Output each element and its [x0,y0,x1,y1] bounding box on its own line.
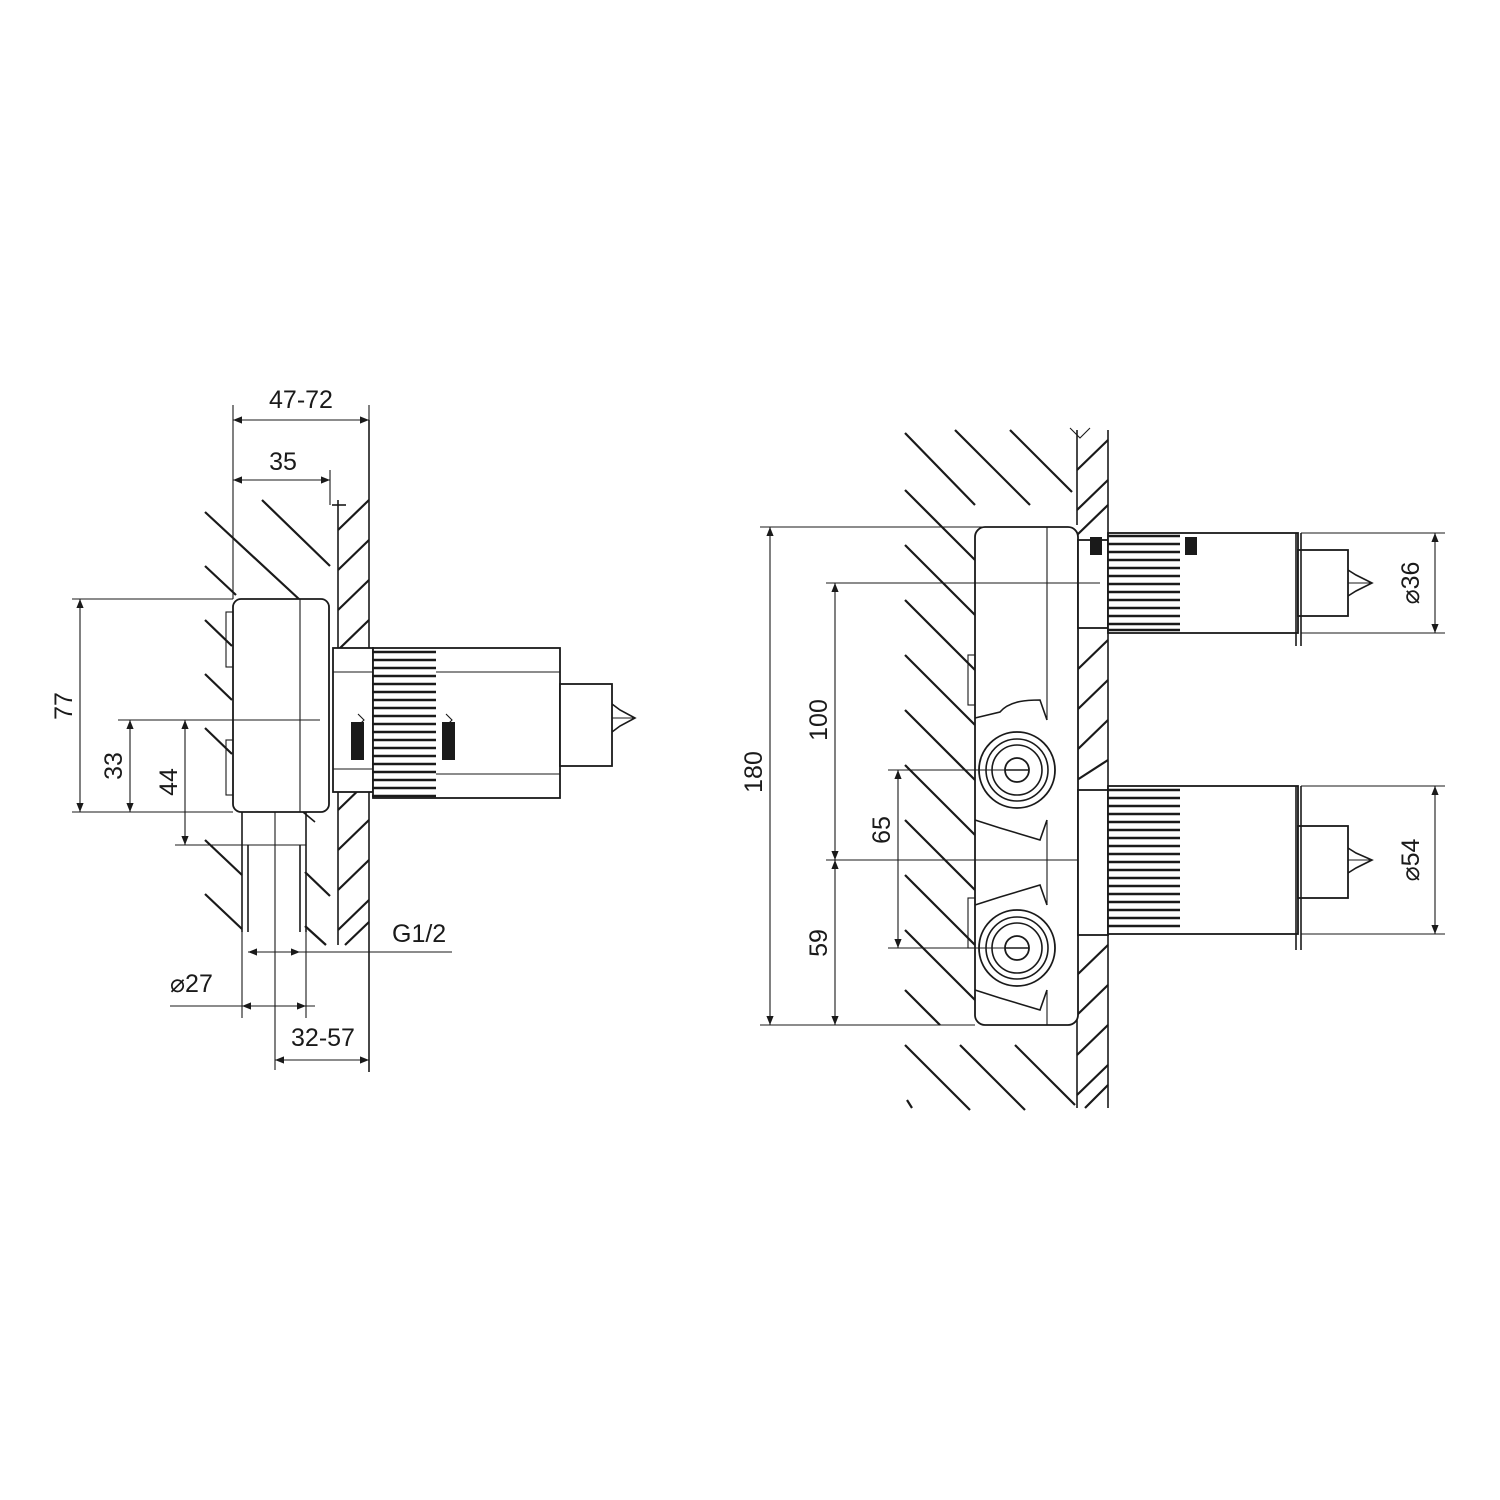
side-min-mark [351,722,364,760]
front-view: 180 100 59 65 ⌀36 [740,427,1445,1111]
side-dim-top: 47-72 [232,386,370,599]
front-dim-total: 180 [740,526,1000,1026]
front-dim-outlet-spacing: 65 [868,769,1017,949]
front-lower-thread-ribs [1108,788,1180,928]
side-dim-lower: 44 [155,720,306,846]
side-thread-label: G1/2 [392,920,446,948]
front-dim-bottom-label: 59 [805,929,833,957]
side-dim-bottom: 32-57 [275,932,369,1064]
side-dim-upper-label: 33 [100,752,128,780]
front-lower-outlet [1077,785,1374,950]
side-dim-diameter: ⌀27 [170,932,315,1018]
side-dim-bottom-label: 32-57 [291,1024,355,1052]
front-upper-thread-ribs [1108,534,1180,632]
front-dim-dia-top-label: ⌀36 [1397,562,1425,605]
side-pipe [241,811,316,1070]
side-dim-depth: 35 [233,448,331,505]
front-dim-dia-top: ⌀36 [1301,532,1445,634]
side-view: 47-72 35 77 33 44 [50,386,637,1072]
front-upper-outlet [1077,532,1374,646]
side-thread-ribs [372,650,436,798]
side-thread-callout: G1/2 [248,920,452,956]
front-dim-center: 100 [805,582,1100,861]
front-dim-center-label: 100 [805,699,833,741]
front-dim-bottom: 59 [805,860,839,1025]
side-sleeve [332,647,637,799]
front-dim-outlet-spacing-label: 65 [868,816,896,844]
front-dim-dia-bottom: ⌀54 [1301,785,1445,935]
side-dim-height-label: 77 [50,692,78,720]
side-dim-depth-label: 35 [269,448,297,476]
side-dim-top-label: 47-72 [269,386,333,414]
side-dim-lower-label: 44 [155,768,183,796]
side-dim-upper: 33 [100,719,320,812]
front-dim-total-label: 180 [740,751,768,793]
front-dim-dia-bottom-label: ⌀54 [1397,838,1425,881]
side-dim-height: 77 [50,598,233,813]
side-max-mark [442,722,455,760]
side-dim-diameter-label: ⌀27 [170,970,213,998]
side-box-body [232,598,330,813]
